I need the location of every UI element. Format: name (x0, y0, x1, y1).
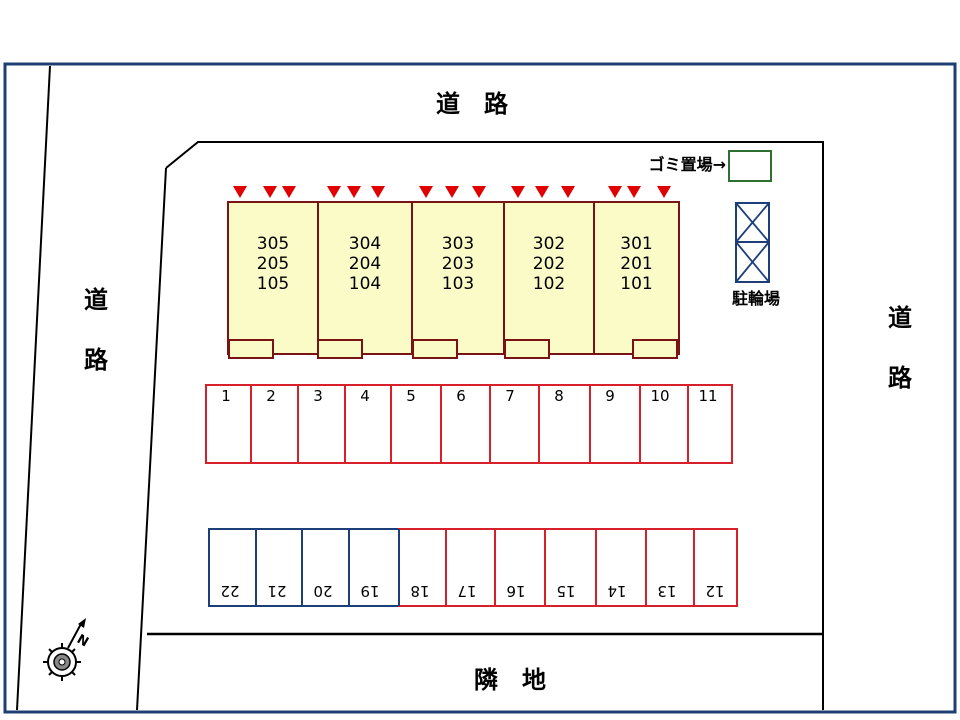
bicycle-parking-label: 駐輪場 (732, 289, 780, 308)
parking-space-number: 5 (406, 387, 416, 405)
parking-space-number: 22 (220, 582, 239, 600)
unit-room-number: 202 (533, 254, 565, 274)
road-label-left-1: 道 (84, 286, 108, 314)
entrance-arrow-icon (535, 186, 549, 198)
unit-entrance (412, 339, 458, 359)
entrance-arrow-icon (472, 186, 486, 198)
compass-tick-ne (71, 648, 76, 653)
compass-arrow-head (78, 618, 86, 628)
unit-entrance (228, 339, 274, 359)
unit-room-number: 305 (257, 234, 289, 254)
parking-space (589, 384, 641, 464)
road-label-top: 道 路 (436, 90, 509, 118)
unit-room-number: 203 (442, 254, 474, 274)
entrance-arrow-icon (327, 186, 341, 198)
entrance-arrow-icon (445, 186, 459, 198)
outer-frame (3, 62, 957, 714)
parking-space-number: 15 (556, 582, 575, 600)
parking-space-number: 4 (360, 387, 370, 405)
entrance-arrow-icon (561, 186, 575, 198)
left-road-edge-inner (136, 167, 167, 711)
unit-room-number: 205 (257, 254, 289, 274)
unit-room-number: 304 (349, 234, 381, 254)
parking-space-number: 10 (650, 387, 669, 405)
parking-space-number: 1 (221, 387, 231, 405)
unit-room-number: 101 (620, 274, 652, 294)
bicycle-parking (735, 202, 770, 283)
parking-space-number: 11 (698, 387, 717, 405)
building-unit (227, 201, 319, 355)
parking-space-number: 16 (506, 582, 525, 600)
garbage-area-label: ゴミ置場→ (649, 155, 726, 174)
bicycle-parking-cross-lower-2 (735, 241, 770, 283)
unit-room-number: 104 (349, 274, 381, 294)
parking-space (538, 384, 591, 464)
compass-icon: N (43, 618, 91, 681)
unit-room-number: 301 (620, 234, 652, 254)
road-label-right-1: 道 (888, 304, 912, 332)
parking-space-number: 3 (313, 387, 323, 405)
building-unit (503, 201, 595, 355)
parking-space-number: 6 (456, 387, 466, 405)
parking-space-number: 8 (554, 387, 564, 405)
entrance-arrow-icon (263, 186, 277, 198)
compass-tick-sw (48, 671, 53, 676)
entrance-arrow-icon (627, 186, 641, 198)
entrance-arrow-icon (371, 186, 385, 198)
compass-tick-nw (48, 648, 53, 653)
unit-room-number: 105 (257, 274, 289, 294)
garbage-area-box (728, 150, 772, 182)
site-boundary (165, 141, 824, 710)
parking-space-number: 13 (657, 582, 676, 600)
parking-space-number: 9 (605, 387, 615, 405)
unit-room-number: 302 (533, 234, 565, 254)
entrance-arrow-icon (419, 186, 433, 198)
compass-north-label: N (74, 632, 91, 650)
left-road-edge-outer (16, 65, 51, 711)
unit-room-number: 204 (349, 254, 381, 274)
entrance-arrow-icon (282, 186, 296, 198)
unit-room-number: 303 (442, 234, 474, 254)
parking-space-number: 20 (313, 582, 332, 600)
parking-row-bottom: 22 21 20 19 18 17 16 15 14 13 12 (208, 528, 738, 607)
compass-center (58, 658, 66, 666)
parking-space-number: 7 (505, 387, 515, 405)
unit-room-number: 103 (442, 274, 474, 294)
parking-space-number: 2 (266, 387, 276, 405)
road-label-left-2: 路 (84, 346, 109, 374)
parking-space (693, 528, 738, 607)
unit-room-number: 201 (620, 254, 652, 274)
entrance-arrow-icon (657, 186, 671, 198)
bicycle-parking-cross-upper-2 (735, 202, 770, 243)
parking-space-number: 12 (705, 582, 724, 600)
entrance-arrow-icon (511, 186, 525, 198)
bicycle-parking-box-lower (735, 241, 770, 283)
entrance-arrow-icon (608, 186, 622, 198)
parking-space-number: 17 (457, 582, 476, 600)
compass-north-arrow (67, 621, 83, 649)
parking-space-number: 14 (607, 582, 626, 600)
parking-space (390, 384, 442, 464)
parking-row-top: 1 2 3 4 5 6 7 8 9 10 11 (205, 384, 733, 464)
parking-space-number: 21 (267, 582, 286, 600)
road-label-right-2: 路 (888, 364, 913, 392)
unit-entrance (504, 339, 550, 359)
unit-entrance (632, 339, 678, 359)
unit-entrance (317, 339, 363, 359)
parking-space-number: 19 (360, 582, 379, 600)
entrance-arrow-icon (347, 186, 361, 198)
compass-tick-se (71, 671, 76, 676)
neighbor-land-label: 隣 地 (474, 666, 546, 694)
unit-room-number: 102 (533, 274, 565, 294)
parking-space-number: 18 (410, 582, 429, 600)
parking-space (687, 384, 733, 464)
entrance-arrows (233, 186, 671, 198)
entrance-arrow-icon (233, 186, 247, 198)
